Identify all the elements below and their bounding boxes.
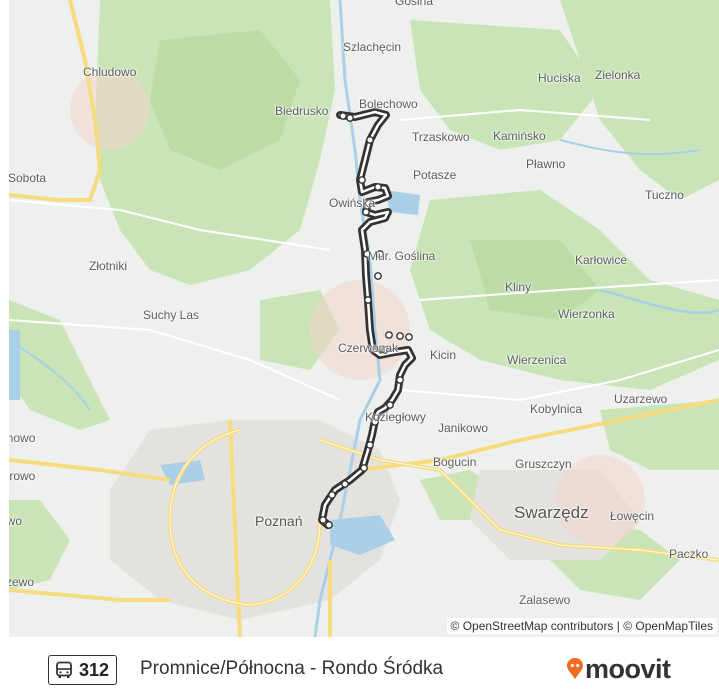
route-footer	[0, 637, 719, 698]
place-label: zzewo	[9, 575, 35, 589]
place-label: Kliny	[505, 280, 532, 294]
place-label: Paczko	[669, 547, 709, 561]
place-label: Kicin	[430, 348, 457, 362]
bus-icon	[56, 661, 72, 678]
place-label: Swarzędz	[514, 503, 589, 522]
place-label: Biedrusko	[275, 104, 329, 118]
place-label: Owińska	[329, 196, 376, 210]
place-label: Wierzenica	[507, 353, 567, 367]
place-label: Chludowo	[83, 65, 137, 79]
route-stops	[319, 112, 413, 529]
place-label: Sobota	[9, 171, 47, 185]
left-margin	[0, 0, 9, 698]
place-label: Złotniki	[89, 259, 128, 273]
place-label: Szlachęcin	[343, 40, 402, 54]
moovit-wordmark: moovit	[585, 654, 671, 684]
place-label: Uzarzewo	[614, 392, 668, 406]
place-label: Huciska	[538, 71, 581, 85]
place-label: Zielonka	[595, 68, 641, 82]
moovit-logo: moovit	[566, 654, 671, 684]
place-label: Gośina	[395, 0, 434, 8]
place-label: Łowęcin	[610, 509, 655, 523]
place-label: Poznań	[255, 513, 303, 529]
place-label: Tuczno	[645, 188, 684, 202]
place-label: Czerwonak	[338, 341, 399, 355]
place-label: Zalasewo	[519, 593, 571, 607]
location-pin-icon	[567, 658, 583, 679]
place-label: Koziegłowy	[365, 410, 426, 424]
route-number: 312	[79, 659, 110, 680]
place-label: Potasze	[413, 168, 457, 182]
place-label: Bolechowo	[359, 97, 418, 111]
map-attribution[interactable]: © OpenStreetMap contributors | © OpenMap…	[446, 618, 717, 634]
place-label: Kobylnica	[530, 402, 583, 416]
minor-roads	[9, 108, 719, 402]
place-label: Pławno	[526, 157, 566, 171]
place-label: Mur. Goślina	[368, 249, 436, 263]
place-label: Trzaskowo	[412, 130, 470, 144]
place-label: ierowo	[9, 469, 36, 483]
route-name: Promnice/Północna - Rondo Śródka	[140, 658, 444, 679]
place-label: Karłowice	[575, 253, 628, 267]
place-label: Suchy Las	[143, 308, 200, 322]
place-label: anowo	[9, 431, 36, 445]
map-layers	[9, 0, 719, 637]
route-number-badge: 312	[48, 655, 118, 685]
place-label: Janikowo	[438, 421, 489, 435]
place-label: Wierzonka	[558, 307, 615, 321]
map-canvas[interactable]: Gośina Szlachęcin Chludowo Huciska Zielo…	[9, 0, 719, 637]
place-label: Bogucin	[433, 455, 477, 469]
place-label: Gruszczyn	[515, 457, 572, 471]
place-label: owo	[9, 514, 23, 528]
place-label: Kamińsko	[493, 129, 546, 143]
